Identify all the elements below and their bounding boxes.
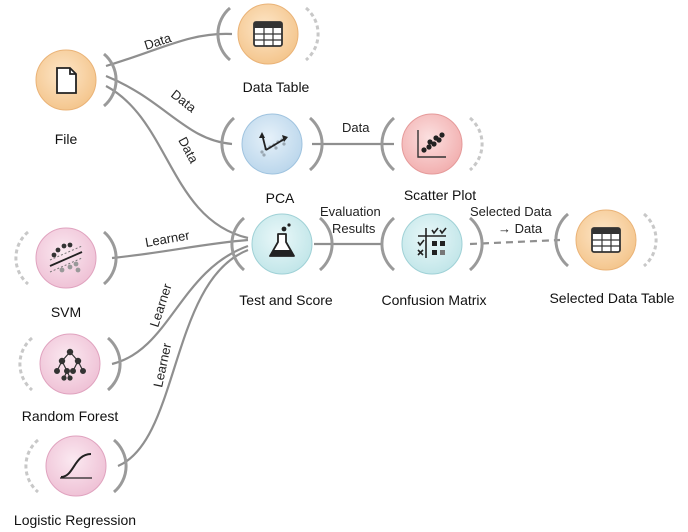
table-icon <box>591 227 621 253</box>
output-port-icon[interactable] <box>469 116 484 172</box>
output-port-icon[interactable] <box>469 216 484 272</box>
link-label-svm-learner: Learner <box>144 227 191 250</box>
selected-data-table-widget[interactable] <box>554 209 658 271</box>
link-rf-to-test-and-score[interactable] <box>111 244 249 366</box>
random-forest-widget[interactable] <box>18 333 122 395</box>
output-port-icon[interactable] <box>107 336 122 392</box>
confusion-matrix-label: Confusion Matrix <box>381 292 487 308</box>
output-port-icon[interactable] <box>309 116 324 172</box>
pca-label: PCA <box>265 190 295 206</box>
link-label-results: Results <box>332 221 376 236</box>
input-port-icon[interactable] <box>14 230 29 286</box>
output-port-icon[interactable] <box>113 438 128 494</box>
confusion-matrix-icon <box>417 227 447 258</box>
data-table-label: Data Table <box>242 79 310 95</box>
tree-icon <box>54 348 87 381</box>
logistic-regression-label: Logistic Regression <box>13 512 137 528</box>
output-port-icon[interactable] <box>319 216 334 272</box>
link-label-rf-learner: Learner <box>147 281 175 329</box>
output-port-icon[interactable] <box>103 230 118 286</box>
flask-icon <box>269 223 295 257</box>
input-port-icon[interactable] <box>380 116 395 172</box>
input-port-icon[interactable] <box>18 336 33 392</box>
output-port-icon[interactable] <box>305 6 320 62</box>
input-port-icon[interactable] <box>216 6 231 62</box>
link-file-to-pca[interactable] <box>105 74 233 146</box>
pca-axes-icon <box>259 132 288 157</box>
table-icon <box>253 21 283 47</box>
test-and-score-label: Test and Score <box>239 292 333 308</box>
link-label-pca-to-scatter: Data <box>342 120 370 135</box>
link-file-to-test-and-score[interactable] <box>105 85 249 240</box>
file-widget[interactable] <box>35 49 118 111</box>
logistic-regression-widget[interactable] <box>24 435 128 497</box>
document-icon <box>56 67 77 94</box>
sigmoid-icon <box>60 453 92 479</box>
scatter-plot-widget[interactable] <box>380 113 484 175</box>
link-label-file-to-pca: Data <box>168 87 199 116</box>
link-label-selected-data: Selected Data <box>470 204 552 219</box>
input-port-icon[interactable] <box>230 216 245 272</box>
file-label: File <box>54 131 78 147</box>
confusion-matrix-widget[interactable] <box>380 213 484 275</box>
test-and-score-widget[interactable] <box>230 213 334 275</box>
random-forest-label: Random Forest <box>21 408 119 424</box>
input-port-icon[interactable] <box>24 438 39 494</box>
data-table-widget[interactable] <box>216 3 320 65</box>
svm-icon <box>49 242 83 273</box>
scatter-icon <box>417 130 446 158</box>
output-port-icon[interactable] <box>103 52 118 108</box>
selected-data-table-label: Selected Data Table <box>549 290 675 306</box>
output-port-icon[interactable] <box>643 212 658 268</box>
svm-widget[interactable] <box>14 227 118 289</box>
svm-label: SVM <box>50 304 82 320</box>
link-label-file-to-test: Data <box>175 134 201 166</box>
link-lr-to-test-and-score[interactable] <box>117 248 249 468</box>
scatter-plot-label: Scatter Plot <box>403 187 477 203</box>
pca-widget[interactable] <box>220 113 324 175</box>
link-label-evaluation: Evaluation <box>320 204 381 219</box>
link-label-to-data: → Data <box>498 221 543 236</box>
input-port-icon[interactable] <box>380 216 395 272</box>
link-cm-to-selected-data-table[interactable] <box>469 238 561 246</box>
input-port-icon[interactable] <box>220 116 235 172</box>
input-port-icon[interactable] <box>554 212 569 268</box>
